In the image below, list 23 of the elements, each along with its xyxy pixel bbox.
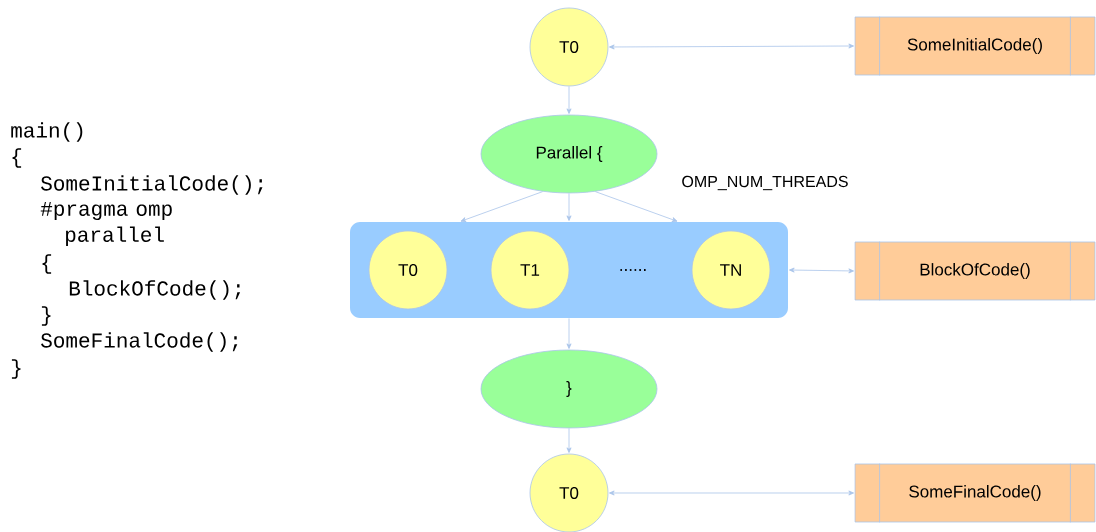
code-line: SomeFinalCode(); xyxy=(41,332,238,352)
code-line: { xyxy=(12,148,22,168)
code-line: main() xyxy=(11,122,83,142)
arrow xyxy=(460,191,544,222)
arrow xyxy=(594,191,678,222)
edge-label: OMP_NUM_THREADS xyxy=(680,174,850,192)
arrow xyxy=(789,267,854,274)
arrow xyxy=(609,43,854,50)
process-box: SomeFinalCode() xyxy=(854,463,1096,523)
code-line: } xyxy=(11,359,21,379)
arrow xyxy=(566,86,572,114)
code-line: SomeInitialCode(); xyxy=(41,175,263,195)
ellipsis-text: ...... xyxy=(620,269,646,271)
code-line: { xyxy=(42,254,52,274)
process-box: BlockOfCode() xyxy=(854,241,1096,301)
arrow xyxy=(566,428,572,453)
process-box: SomeInitialCode() xyxy=(854,16,1096,76)
code-line: #pragma omp parallel xyxy=(40,201,172,247)
arrow xyxy=(609,490,854,496)
code-line: BlockOfCode(); xyxy=(69,280,241,300)
code-line: } xyxy=(41,306,51,326)
arrow xyxy=(566,318,572,349)
arrow xyxy=(566,193,572,221)
